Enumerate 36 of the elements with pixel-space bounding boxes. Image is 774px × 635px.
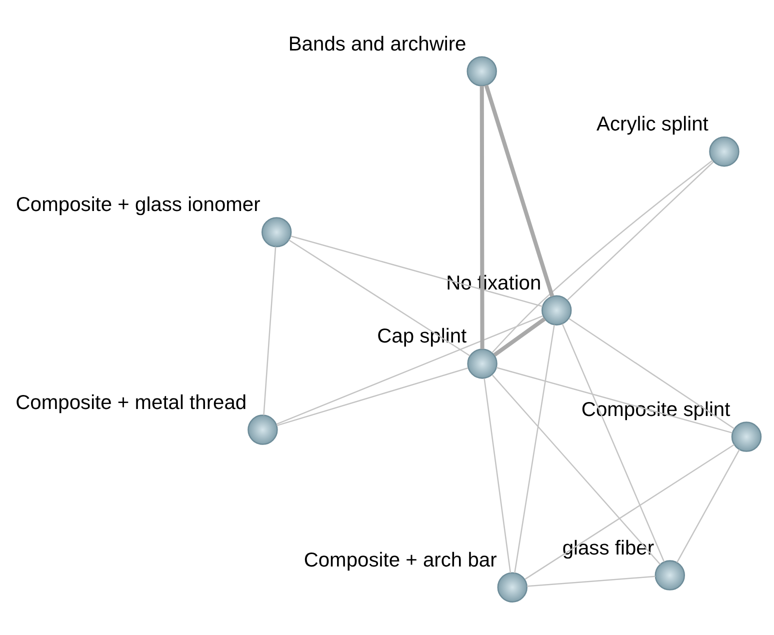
node-circle — [654, 560, 684, 590]
connector — [479, 85, 484, 349]
node-circle — [541, 294, 572, 325]
connector — [676, 448, 740, 562]
connector — [566, 161, 714, 300]
node-circle — [247, 414, 278, 444]
node-circle — [261, 216, 292, 247]
connector — [276, 366, 468, 426]
connector — [496, 366, 732, 433]
node-circle — [466, 348, 497, 378]
connector — [491, 159, 712, 353]
connector — [262, 246, 276, 415]
connector — [526, 575, 655, 586]
node-label: Composite splint — [580, 398, 730, 420]
connector — [483, 378, 511, 572]
connector — [492, 316, 546, 356]
connector — [491, 374, 660, 564]
connector — [276, 314, 543, 424]
node-label: glass fiber — [562, 536, 654, 559]
node-label: Composite + arch bar — [303, 548, 496, 571]
node-label: Composite + metal thread — [15, 391, 246, 414]
connector — [288, 238, 470, 356]
connector — [514, 324, 554, 573]
connector — [290, 235, 542, 306]
node-label: Acrylic splint — [596, 113, 708, 136]
node-circle — [466, 56, 496, 86]
connector — [568, 318, 734, 429]
node-circle — [730, 421, 762, 452]
node-label: Bands and archwire — [288, 32, 466, 55]
node-circle — [496, 572, 527, 602]
connector — [524, 444, 734, 580]
node-label: Composite + glass ionomer — [15, 194, 260, 216]
connector — [484, 84, 554, 296]
connector — [561, 323, 664, 562]
node-circle — [708, 136, 739, 166]
node-label: Cap splint — [376, 325, 466, 348]
